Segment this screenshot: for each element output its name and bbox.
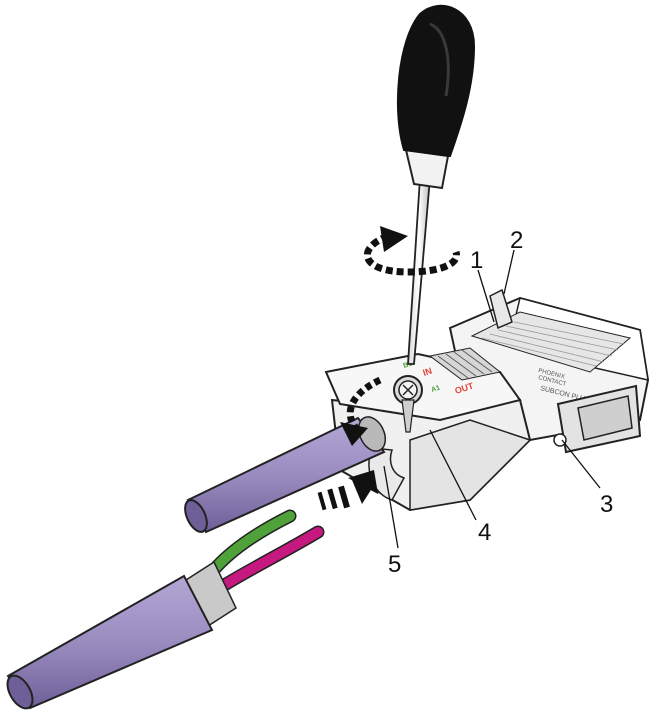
dsub-port [553, 384, 642, 454]
push-arrow-icon [317, 470, 378, 511]
cover-rotate-arrow-icon [340, 376, 382, 446]
rotate-arrow-icon [363, 226, 460, 276]
connector-housing: PHOENIX CONTACT SUBCON PLUS IN OUT A1 [324, 288, 650, 512]
screwdriver-icon [396, 4, 476, 365]
callout-3: 3 [600, 491, 613, 518]
callout-2: 2 [510, 227, 523, 254]
callout-leaders [383, 249, 601, 549]
mark-b: B1 [402, 360, 413, 369]
mark-a: A1 [430, 384, 441, 393]
top-cover: IN OUT A1 B1 [324, 347, 522, 422]
lower-cable-jacket [6, 574, 214, 710]
callout-5: 5 [388, 551, 401, 578]
callout-4: 4 [478, 519, 491, 546]
screw-head [393, 375, 423, 433]
lower-cable [6, 509, 325, 710]
upper-cable [184, 416, 387, 534]
mark-in: IN [422, 366, 434, 378]
callout-1: 1 [470, 247, 483, 274]
